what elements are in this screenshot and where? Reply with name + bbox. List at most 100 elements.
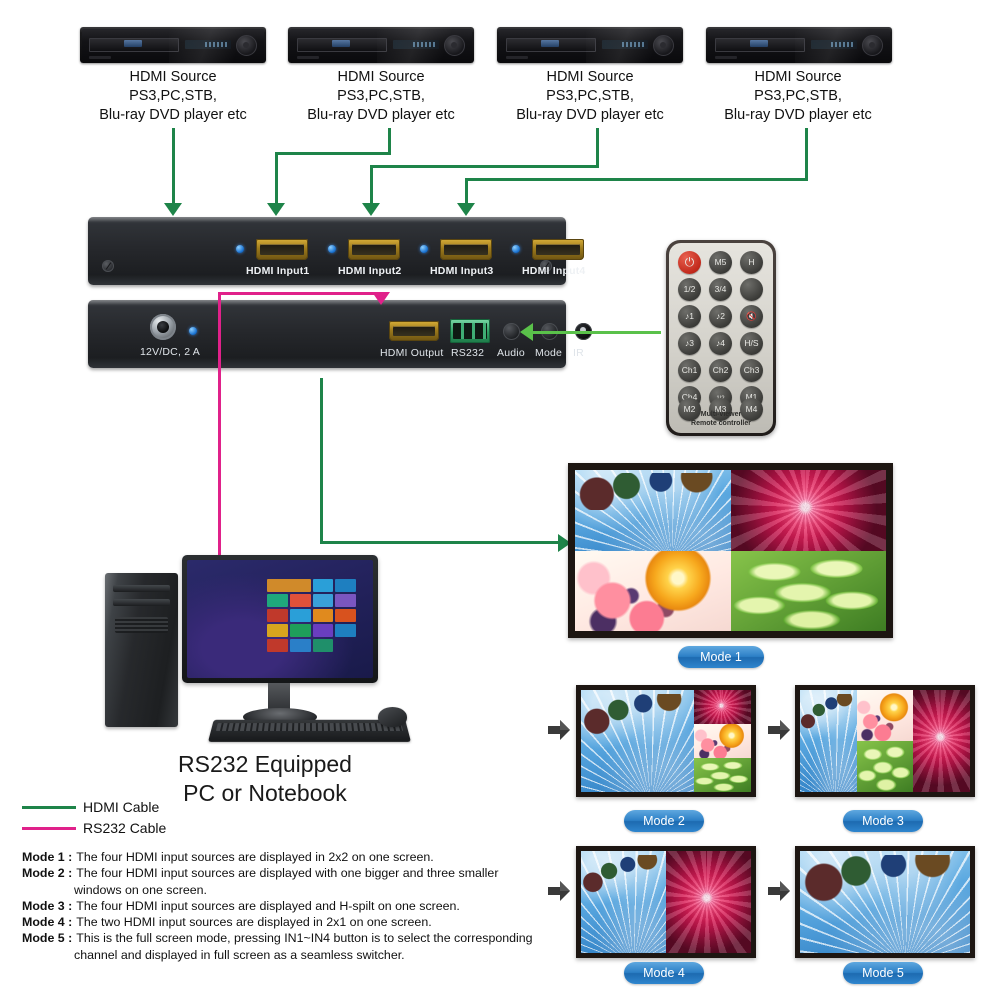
start-tile [312, 623, 334, 637]
player-display [811, 40, 857, 49]
mode1-window-1 [575, 470, 731, 551]
mode2-display [581, 690, 751, 792]
picture-leaves [694, 758, 751, 792]
picture-ferris-wheel [800, 851, 970, 953]
pc-monitor [182, 555, 378, 683]
panel-highlight [88, 217, 566, 222]
quad-br: 4 [721, 419, 725, 425]
remote-button-audio4[interactable]: ♪4 [709, 332, 732, 355]
remote-button-power[interactable]: ⏻ [678, 251, 701, 274]
input3-led-icon [420, 245, 428, 253]
start-tile [335, 623, 357, 637]
bluray-logo-icon [541, 40, 559, 47]
power-input-label: 12V/DC, 2 A [140, 346, 200, 358]
player-dpad-icon [653, 35, 674, 56]
remote-caption-line1: Multi-viewer [700, 411, 742, 418]
start-tile [312, 593, 334, 607]
mode4-pill: Mode 4 [624, 962, 704, 984]
hdmi-output-port[interactable] [389, 321, 439, 341]
mode5-flow-arrow-icon [768, 881, 790, 901]
switcher-front-panel: HDMI Input1 HDMI Input2 HDMI Input3 HDMI… [88, 217, 585, 285]
rs232-terminal-port[interactable] [450, 319, 490, 343]
start-tile [267, 578, 311, 592]
hdmi-cable-source2-seg2 [275, 152, 391, 155]
hdmi-input2-port[interactable] [348, 239, 400, 260]
mode2-pill: Mode 2 [624, 810, 704, 832]
mode1-pill: Mode 1 [678, 646, 764, 668]
remote-button-m5[interactable]: M5 [709, 251, 732, 274]
note-continuation: windows on one screen. [74, 882, 207, 897]
note-key: Mode 2 : [22, 866, 73, 881]
player-gloss [586, 27, 683, 63]
rs232-cable-arrow [372, 292, 390, 305]
hdmi-input1-port[interactable] [256, 239, 308, 260]
panel-screw-right-icon [540, 260, 552, 272]
audio-jack[interactable] [503, 323, 520, 340]
remote-button-m3[interactable]: M3 [709, 398, 732, 421]
quad-bl: 3 [716, 419, 720, 425]
mode2-flow-arrow-icon [548, 720, 570, 740]
ir-remote-control[interactable]: ⏻ M5 H 1/2 3/4 ♪1 ♪2 🔇 ♪3 ♪4 H/S Ch1 Ch2… [666, 240, 776, 436]
hdmi-cable-arrow-3 [362, 203, 380, 216]
remote-button-h[interactable]: H [740, 251, 763, 274]
remote-button-audio2[interactable]: ♪2 [709, 305, 732, 328]
picture-rose [913, 690, 970, 792]
source-caption-line2: PS3,PC,STB, [337, 88, 425, 104]
hdmi-cable-source4-seg1 [805, 128, 808, 180]
picture-ferris-wheel [581, 851, 666, 953]
hdmi-source-player-2 [288, 27, 474, 63]
mode2-window-2 [694, 690, 751, 724]
bluray-logo-icon [750, 40, 768, 47]
hdmi-cable-source3-seg2 [370, 165, 599, 168]
pc-mouse[interactable] [378, 707, 407, 727]
start-tile [289, 593, 311, 607]
source-caption-2: HDMI Source PS3,PC,STB, Blu-ray DVD play… [271, 68, 491, 125]
note-row: Mode 4 : The two HDMI input sources are … [22, 914, 567, 930]
remote-button-audio1[interactable]: ♪1 [678, 305, 701, 328]
pc-vent-grille [115, 617, 168, 633]
remote-button-blank[interactable] [740, 278, 763, 301]
remote-button-hs[interactable]: H/S [740, 332, 763, 355]
pc-caption-line1: RS232 Equipped [178, 751, 352, 777]
remote-button-ch2[interactable]: Ch2 [709, 359, 732, 382]
remote-button-ch3[interactable]: Ch3 [740, 359, 763, 382]
hdmi-input3-port[interactable] [440, 239, 492, 260]
hdmi-cable-source2-seg3 [275, 152, 278, 206]
start-tile [267, 608, 288, 622]
mode4-flow-arrow-icon [548, 881, 570, 901]
remote-button-mute[interactable]: 🔇 [740, 305, 763, 328]
mode3-middle-column [856, 690, 914, 792]
remote-button-1-2[interactable]: 1/2 [678, 278, 701, 301]
hdmi-source-player-1 [80, 27, 266, 63]
legend-hdmi-swatch [22, 806, 76, 809]
legend-rs232-label: RS232 Cable [83, 820, 167, 836]
note-text: The four HDMI input sources are displaye… [76, 866, 499, 881]
player-dpad-icon [862, 35, 883, 56]
hdmi-cable-source3-seg1 [596, 128, 599, 167]
remote-button-audio3[interactable]: ♪3 [678, 332, 701, 355]
player-display [602, 40, 648, 49]
remote-button-ch1[interactable]: Ch1 [678, 359, 701, 382]
pc-caption: RS232 Equipped PC or Notebook [95, 750, 435, 808]
remote-button-m2[interactable]: M2 [678, 398, 701, 421]
picture-ferris-wheel [800, 690, 857, 792]
start-tile [267, 593, 288, 607]
rs232-label: RS232 [451, 347, 485, 359]
source-caption-3: HDMI Source PS3,PC,STB, Blu-ray DVD play… [480, 68, 700, 125]
power-led-icon [189, 327, 197, 335]
hdmi-input4-port[interactable] [532, 239, 584, 260]
picture-rose [666, 851, 751, 953]
remote-button-m4[interactable]: M4 [740, 398, 763, 421]
mode2-sidebar [694, 690, 751, 792]
rs232-cable-seg-down [218, 292, 221, 577]
dc-power-jack[interactable] [150, 314, 176, 340]
source-caption-line3: Blu-ray DVD player etc [724, 107, 872, 123]
mode5-window-1 [800, 851, 970, 953]
remote-button-3-4[interactable]: 3/4 [709, 278, 732, 301]
monitor-screen [187, 560, 373, 678]
ir-label: IR [573, 347, 584, 359]
hdmi-cable-source4-seg3 [465, 178, 468, 206]
audio-label: Audio [497, 347, 525, 359]
note-key: Mode 4 : [22, 915, 73, 930]
source-caption-line1: HDMI Source [546, 69, 634, 85]
